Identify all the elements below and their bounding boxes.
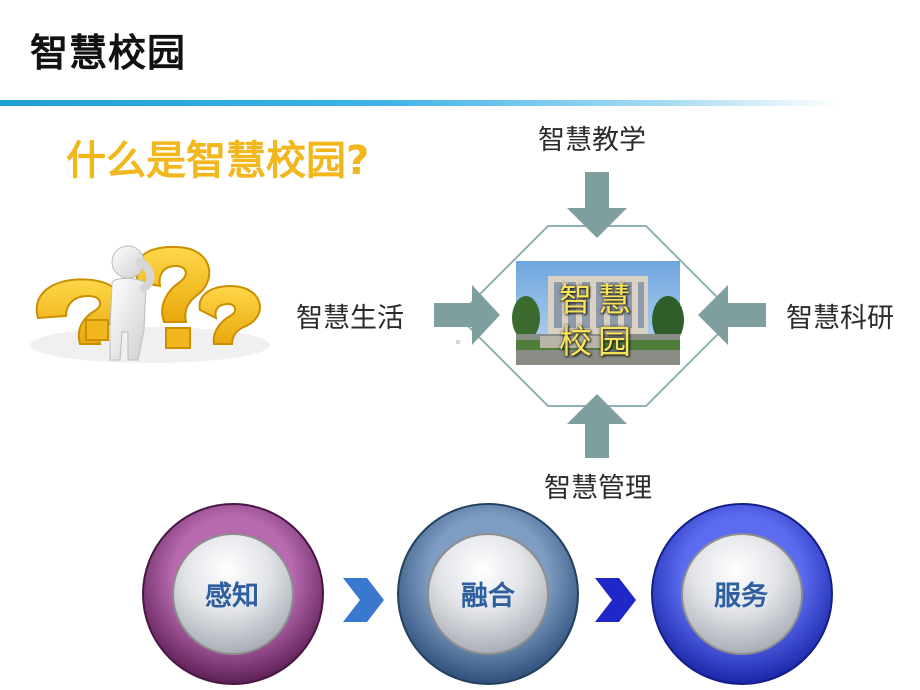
title-divider — [0, 100, 840, 106]
label-smart-management: 智慧管理 — [544, 473, 652, 504]
arrow-bottom — [567, 394, 627, 458]
step-fusion: 融合 — [461, 581, 515, 612]
arrow-right — [698, 285, 766, 345]
slide-title: 智慧校园 — [30, 31, 187, 75]
campus-text-line2: 校园 — [559, 322, 637, 361]
step-service: 服务 — [714, 581, 768, 612]
campus-text-line1: 智慧 — [559, 280, 637, 319]
chevron-1 — [343, 578, 384, 622]
label-smart-research: 智慧科研 — [786, 303, 894, 334]
arrow-top — [567, 172, 627, 238]
campus-image: 智慧 校园 — [516, 261, 680, 365]
arrow-left — [434, 285, 500, 345]
process-ring-2 — [397, 503, 579, 685]
question-illustration — [30, 245, 270, 363]
campus-photo — [512, 261, 684, 365]
step-perception: 感知 — [205, 581, 259, 612]
chevron-2 — [595, 578, 636, 622]
question-heading: 什么是智慧校园? — [66, 138, 370, 184]
label-smart-teaching: 智慧教学 — [538, 125, 646, 156]
process-ring-1 — [142, 503, 324, 685]
label-smart-life: 智慧生活 — [296, 303, 404, 334]
process-ring-3 — [651, 503, 833, 685]
